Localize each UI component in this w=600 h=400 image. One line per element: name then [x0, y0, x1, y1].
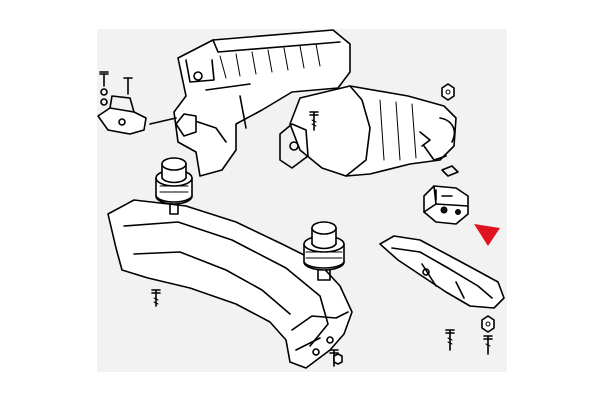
bolt-icon — [435, 189, 453, 201]
left-engine-mount-icon — [155, 157, 193, 215]
bolt-icon — [151, 289, 161, 307]
right-engine-mount-icon — [303, 221, 345, 281]
engine-block-icon — [173, 29, 351, 177]
bolt-icon — [99, 71, 133, 106]
rear-transmission-mount-icon — [423, 165, 469, 225]
highlight-marker-icon — [474, 224, 500, 246]
left-bracket-icon — [97, 95, 197, 137]
transmission-housing-icon — [279, 85, 457, 177]
nut-icon — [333, 353, 343, 365]
front-crossmember-icon — [107, 199, 353, 369]
nut-icon — [481, 315, 495, 333]
bolt-icon — [309, 111, 319, 131]
bolt-icon — [445, 329, 455, 351]
bolt-icon — [483, 335, 493, 355]
transmission-crossmember-icon — [379, 235, 505, 309]
nut-icon — [441, 83, 455, 101]
